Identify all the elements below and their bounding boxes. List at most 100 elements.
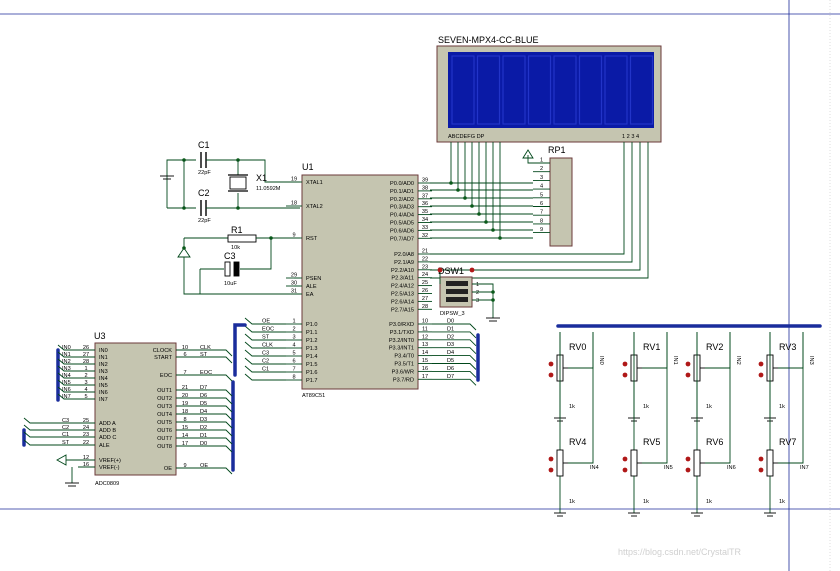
u1-pin-name: P0.0/AD0 bbox=[390, 181, 414, 187]
pot-ref: RV7 bbox=[779, 437, 796, 447]
dip-switch-dsw1[interactable]: DSW1 1 2 3 DIPSW_3 bbox=[430, 266, 500, 322]
mcu-u1[interactable]: U1 19XTAL118XTAL29RST29PSEN30ALE31EA1P1.… bbox=[244, 162, 477, 399]
u1-net-label: CLK bbox=[262, 343, 273, 349]
pot-ref: RV5 bbox=[643, 437, 660, 447]
u1-type: AT89C51 bbox=[302, 393, 325, 399]
u3-pin-name: IN0 bbox=[99, 348, 108, 354]
pot-net-label: IN5 bbox=[664, 465, 673, 471]
svg-text:22pF: 22pF bbox=[198, 218, 211, 224]
svg-text:3: 3 bbox=[476, 298, 479, 304]
u3-pin-number: 12 bbox=[83, 455, 89, 461]
u3-pin-name: ADD B bbox=[99, 428, 116, 434]
pot-adjust-down[interactable] bbox=[548, 372, 554, 378]
u3-pin-number: 24 bbox=[83, 425, 89, 431]
u3-net-label: IN3 bbox=[62, 366, 71, 372]
display-digit bbox=[578, 55, 603, 125]
u3-net-label: ST bbox=[200, 352, 208, 358]
u1-pin-name: P2.7/A15 bbox=[391, 307, 414, 313]
u1-pin-name: P1.5 bbox=[306, 362, 318, 368]
pot-adjust-down[interactable] bbox=[758, 467, 764, 473]
display-digit bbox=[629, 55, 654, 125]
pot-adjust-down[interactable] bbox=[622, 372, 628, 378]
u1-pin-number: 22 bbox=[422, 256, 428, 262]
u1-pin-name: P1.3 bbox=[306, 346, 318, 352]
u1-pin-name: P2.5/A13 bbox=[391, 292, 414, 298]
pot-adjust-down[interactable] bbox=[548, 467, 554, 473]
rp1-ref: RP1 bbox=[548, 145, 566, 155]
pot-adjust-down[interactable] bbox=[758, 372, 764, 378]
pot-adjust-up[interactable] bbox=[622, 456, 628, 462]
u3-net-label: ST bbox=[62, 440, 70, 446]
u3-type: ADC0809 bbox=[95, 481, 119, 487]
pot-adjust-up[interactable] bbox=[685, 456, 691, 462]
u1-pin-name: ALE bbox=[306, 284, 317, 290]
rp1-pin-number: 6 bbox=[540, 201, 543, 207]
u3-net-label: D5 bbox=[200, 401, 207, 407]
dip-switch-lever[interactable] bbox=[446, 289, 468, 294]
buses bbox=[22, 323, 822, 472]
u3-net-label: D2 bbox=[200, 425, 207, 431]
u1-net-label: D3 bbox=[447, 342, 454, 348]
pot-adjust-up[interactable] bbox=[548, 361, 554, 367]
u3-pin-number: 19 bbox=[182, 401, 188, 407]
u3-net-label: IN4 bbox=[62, 373, 71, 379]
u3-net-label: D4 bbox=[200, 409, 207, 415]
u1-net-label: D4 bbox=[447, 350, 454, 356]
pot-adjust-up[interactable] bbox=[685, 361, 691, 367]
display-digit bbox=[476, 55, 501, 125]
u3-left-pins: 26IN0IN027IN1IN128IN2IN21IN3IN32IN4IN43I… bbox=[23, 344, 121, 471]
u3-pin-number: 6 bbox=[183, 352, 186, 358]
pot-adjust-up[interactable] bbox=[548, 456, 554, 462]
u1-pin-name: P1.4 bbox=[306, 354, 318, 360]
capacitor-c3-icon bbox=[224, 261, 231, 277]
svg-text:C1: C1 bbox=[198, 140, 210, 150]
u3-pin-name: CLOCK bbox=[153, 348, 173, 354]
watermark: https://blog.csdn.net/CrystalTR bbox=[618, 547, 742, 557]
u1-pin-name: P3.2/INT0 bbox=[389, 338, 414, 344]
crystal-icon bbox=[229, 176, 247, 190]
display-name: SEVEN-MPX4-CC-BLUE bbox=[438, 35, 539, 45]
svg-text:C2: C2 bbox=[198, 188, 210, 198]
u1-pin-number: 24 bbox=[422, 272, 428, 278]
pot-adjust-down[interactable] bbox=[622, 467, 628, 473]
u3-pin-name: IN5 bbox=[99, 383, 108, 389]
pot-net-label: IN7 bbox=[800, 465, 809, 471]
u1-net-label: OE bbox=[262, 319, 270, 325]
dip-switch-lever[interactable] bbox=[446, 281, 468, 286]
u1-pin-name: P1.1 bbox=[306, 330, 318, 336]
u1-pin-number: 23 bbox=[422, 264, 428, 270]
u1-pin-number: 8 bbox=[292, 375, 295, 381]
pot-net-label: IN1 bbox=[672, 356, 678, 365]
dip-switch-lever[interactable] bbox=[446, 297, 468, 302]
u1-pin-number: 38 bbox=[422, 185, 428, 191]
pot-adjust-down[interactable] bbox=[685, 372, 691, 378]
u1-pin-name: EA bbox=[306, 292, 314, 298]
u3-net-label: C2 bbox=[62, 425, 69, 431]
pot-adjust-up[interactable] bbox=[758, 361, 764, 367]
display-digit bbox=[604, 55, 628, 125]
adc-u3[interactable]: U3 26IN0IN027IN1IN128IN2IN21IN3IN32IN4IN… bbox=[23, 331, 233, 487]
u3-pin-name: IN7 bbox=[99, 397, 108, 403]
pot-adjust-down[interactable] bbox=[685, 467, 691, 473]
pot-adjust-up[interactable] bbox=[758, 456, 764, 462]
u3-net-label: D3 bbox=[200, 417, 207, 423]
u3-net-label: D1 bbox=[200, 433, 207, 439]
seven-seg-display[interactable]: SEVEN-MPX4-CC-BLUE ABCDEFG DP 1 2 3 4 bbox=[436, 35, 662, 143]
u1-pin-number: 16 bbox=[422, 366, 428, 372]
u1-pin-name: P2.1/A9 bbox=[394, 260, 414, 266]
u1-pin-name: P1.7 bbox=[306, 378, 318, 384]
u1-right-pins: 39P0.0/AD038P0.1/AD137P0.2/AD236P0.3/AD3… bbox=[389, 178, 477, 386]
u1-pin-number: 25 bbox=[422, 280, 428, 286]
resistor-icon bbox=[766, 449, 774, 477]
pot-adjust-up[interactable] bbox=[622, 361, 628, 367]
